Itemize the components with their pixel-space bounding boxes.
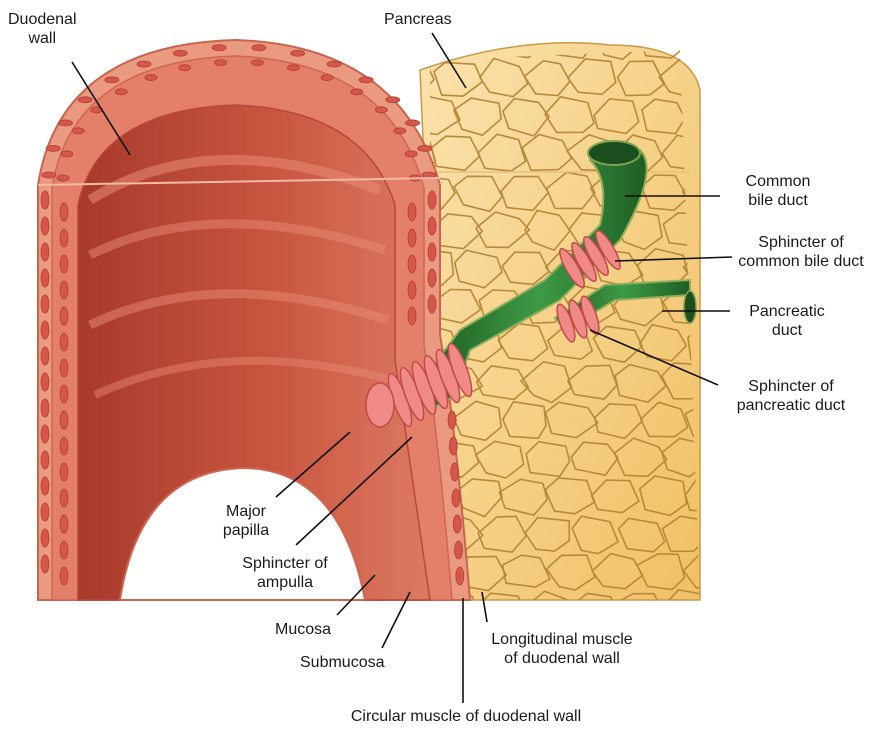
wall-muscle-cell [41,321,49,339]
wall-muscle-cell [418,145,432,151]
wall-muscle-cell [408,307,416,325]
label-circular-muscle: Circular muscle of duodenal wall [306,707,626,726]
wall-muscle-cell [394,128,406,134]
wall-muscle-cell [60,541,68,559]
wall-muscle-cell [453,515,461,533]
wall-muscle-cell [60,359,68,377]
wall-muscle-cell [327,61,341,67]
wall-muscle-cell [60,229,68,247]
wall-muscle-cell [72,128,84,134]
wall-muscle-cell [386,97,400,103]
wall-muscle-cell [41,477,49,495]
label-pancreas: Pancreas [384,10,452,29]
wall-muscle-cell [60,255,68,273]
wall-muscle-cell [456,567,464,585]
wall-muscle-cell [41,295,49,313]
wall-muscle-cell [41,347,49,365]
label-submucosa: Submucosa [300,653,385,672]
wall-muscle-cell [451,463,459,481]
wall-muscle-cell [428,243,436,261]
wall-muscle-cell [449,437,457,455]
wall-muscle-cell [455,541,463,559]
wall-muscle-cell [60,203,68,221]
wall-muscle-cell [115,89,127,95]
wall-muscle-cell [359,77,373,83]
wall-muscle-cell [41,503,49,521]
label-sphincter-pancreatic-duct: Sphincter of pancreatic duct [716,377,866,415]
pancreas-cell [685,24,736,61]
wall-muscle-cell [428,191,436,209]
wall-muscle-cell [60,567,68,585]
wall-muscle-cell [60,437,68,455]
wall-muscle-cell [61,151,73,157]
wall-muscle-cell [321,75,333,81]
wall-muscle-cell [408,229,416,247]
major-papilla [366,383,394,427]
wall-muscle-cell [287,65,299,71]
wall-muscle-cell [252,45,266,51]
label-major-papilla: Major papilla [206,502,286,540]
label-sphincter-common-bile-duct: Sphincter of common bile duct [728,233,874,271]
wall-muscle-cell [58,120,72,126]
wall-muscle-cell [60,281,68,299]
wall-muscle-cell [145,75,157,81]
label-common-bile-duct: Common bile duct [728,172,828,210]
wall-muscle-cell [448,411,456,429]
wall-muscle-cell [78,97,92,103]
wall-muscle-cell [46,145,60,151]
wall-muscle-cell [428,269,436,287]
wall-muscle-cell [41,373,49,391]
wall-muscle-cell [41,529,49,547]
wall-muscle-cell [41,269,49,287]
wall-muscle-cell [60,307,68,325]
wall-muscle-cell [406,120,420,126]
wall-muscle-cell [408,281,416,299]
label-duodenal-wall: Duodenal wall [8,10,77,48]
wall-muscle-cell [137,61,151,67]
wall-muscle-cell [408,203,416,221]
wall-muscle-cell [105,77,119,83]
wall-muscle-cell [41,555,49,573]
wall-muscle-cell [215,60,227,66]
wall-muscle-cell [60,515,68,533]
wall-muscle-cell [41,217,49,235]
wall-muscle-cell [41,451,49,469]
wall-muscle-cell [405,151,417,157]
wall-muscle-cell [41,191,49,209]
wall-muscle-cell [422,172,436,178]
wall-muscle-cell [41,243,49,261]
label-sphincter-ampulla: Sphincter of ampulla [230,554,340,592]
wall-muscle-cell [60,385,68,403]
wall-muscle-cell [428,295,436,313]
wall-muscle-cell [428,217,436,235]
label-mucosa: Mucosa [275,620,331,639]
wall-muscle-cell [41,425,49,443]
wall-muscle-cell [351,89,363,95]
wall-muscle-cell [452,489,460,507]
label-pancreatic-duct: Pancreatic duct [732,302,842,340]
wall-muscle-cell [173,50,187,56]
wall-muscle-cell [60,411,68,429]
wall-muscle-cell [41,399,49,417]
wall-muscle-cell [375,107,387,113]
wall-muscle-cell [408,255,416,273]
wall-muscle-cell [60,463,68,481]
wall-muscle-cell [212,45,226,51]
wall-muscle-cell [251,60,263,66]
wall-muscle-cell [291,50,305,56]
wall-muscle-cell [42,172,56,178]
wall-muscle-cell [60,333,68,351]
wall-muscle-cell [179,65,191,71]
wall-muscle-cell [57,175,69,181]
wall-muscle-cell [60,489,68,507]
label-longitudinal-muscle: Longitudinal muscle of duodenal wall [462,630,662,668]
